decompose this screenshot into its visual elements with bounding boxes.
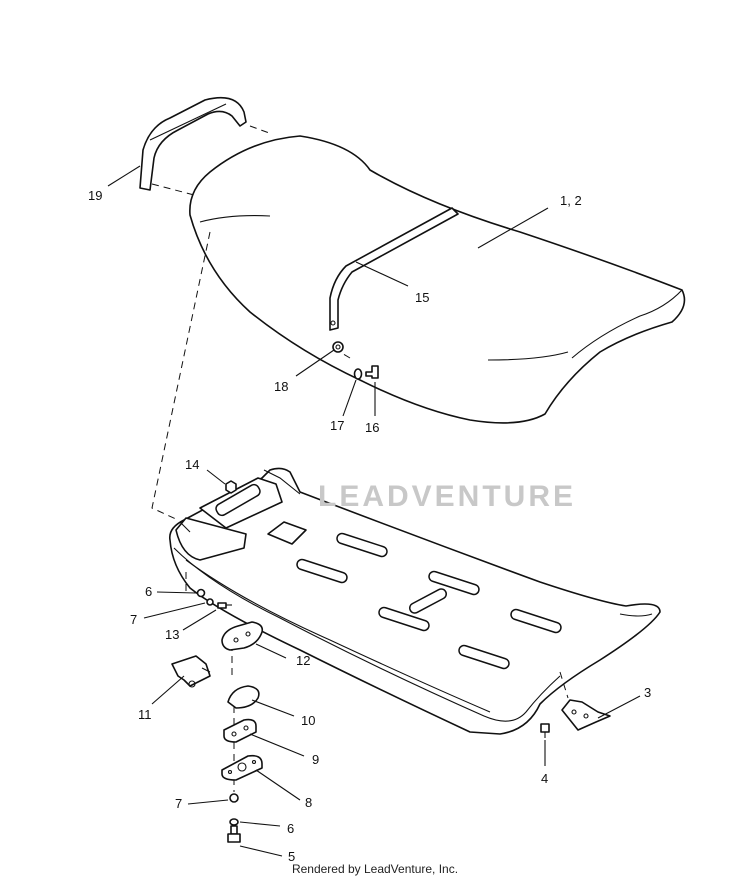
callout-12: 12 (296, 653, 310, 668)
washer-part-6-upper[interactable] (196, 588, 206, 598)
leader-lines (107, 165, 641, 857)
callout-6-upper: 6 (145, 584, 152, 599)
callout-16: 16 (365, 420, 379, 435)
callout-8: 8 (305, 795, 312, 810)
callout-9: 9 (312, 752, 319, 767)
seat-strap-part[interactable] (329, 207, 459, 331)
pad-part-10[interactable] (227, 685, 260, 709)
callout-19: 19 (88, 188, 102, 203)
bolt-part-5[interactable] (227, 825, 241, 843)
render-credit: Rendered by LeadVenture, Inc. (291, 862, 459, 876)
callout-labels: 19 1, 2 15 18 17 16 14 6 7 13 12 11 10 9… (88, 188, 651, 864)
washer-part-7-upper[interactable] (206, 598, 214, 606)
washer-part-6-lower[interactable] (229, 818, 239, 826)
latch-part-11[interactable] (171, 655, 211, 688)
callout-7-lower: 7 (175, 796, 182, 811)
callout-6-lower: 6 (287, 821, 294, 836)
screw-part-16[interactable] (339, 351, 379, 379)
callout-13: 13 (165, 627, 179, 642)
callout-1-2: 1, 2 (560, 193, 582, 208)
screw-part-13[interactable] (217, 602, 232, 609)
callout-3: 3 (644, 685, 651, 700)
washer-part-17[interactable] (353, 368, 363, 380)
nut-part-18[interactable] (332, 341, 344, 353)
callout-18: 18 (274, 379, 288, 394)
callout-5: 5 (288, 849, 295, 864)
washer-part-7-lower[interactable] (229, 793, 239, 803)
plate-part-9[interactable] (223, 718, 257, 743)
seat-cushion-part[interactable] (189, 135, 686, 424)
plate-part-8[interactable] (221, 754, 263, 781)
callout-14: 14 (185, 457, 199, 472)
grab-handle-part[interactable] (139, 96, 273, 191)
bracket-part-12[interactable] (221, 621, 264, 651)
bracket-part-3[interactable] (561, 699, 611, 731)
callout-15: 15 (415, 290, 429, 305)
callout-17: 17 (330, 418, 344, 433)
callout-4: 4 (541, 771, 548, 786)
watermark-text: LEADVENTURE (318, 480, 577, 513)
alignment-lines (151, 183, 569, 792)
callout-11: 11 (138, 707, 152, 722)
callout-10: 10 (301, 713, 315, 728)
seat-base-part[interactable] (168, 467, 661, 735)
callout-7-upper: 7 (130, 612, 137, 627)
screw-part-4[interactable] (540, 723, 550, 738)
nut-part-14[interactable] (225, 480, 237, 494)
